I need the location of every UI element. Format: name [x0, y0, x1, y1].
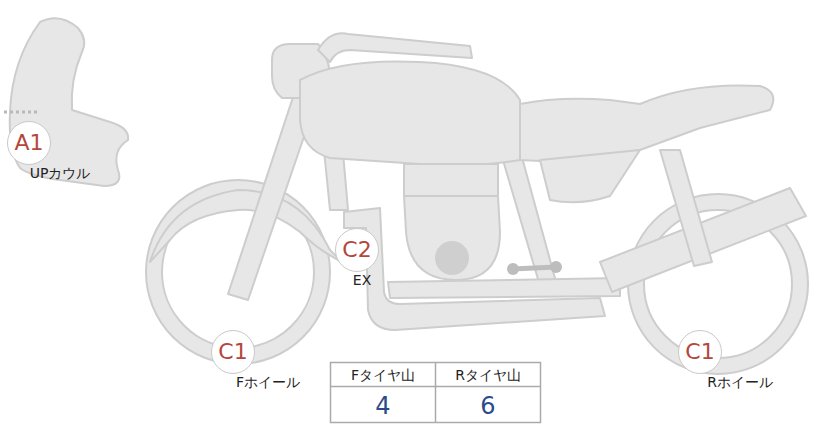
- callout: C1Rホイール: [678, 330, 722, 374]
- callout-number: A1: [7, 121, 51, 165]
- callout: A1UPカウル: [7, 121, 51, 165]
- callout: C2EX: [335, 228, 379, 272]
- callout-number: C1: [678, 330, 722, 374]
- part-name: UPカウル: [30, 166, 91, 180]
- part-name: Fホイール: [236, 375, 300, 389]
- part-name: EX: [353, 273, 371, 287]
- callout: C1Fホイール: [211, 330, 255, 374]
- callout-number: C1: [211, 330, 255, 374]
- table-value: 6: [480, 394, 495, 418]
- table-header: Fタイヤ山: [351, 368, 415, 382]
- part-name: Rホイール: [707, 375, 773, 389]
- table-value: 4: [375, 394, 390, 418]
- tread-table: [331, 363, 541, 423]
- table-header: Rタイヤ山: [455, 368, 521, 382]
- callout-number: C2: [335, 228, 379, 272]
